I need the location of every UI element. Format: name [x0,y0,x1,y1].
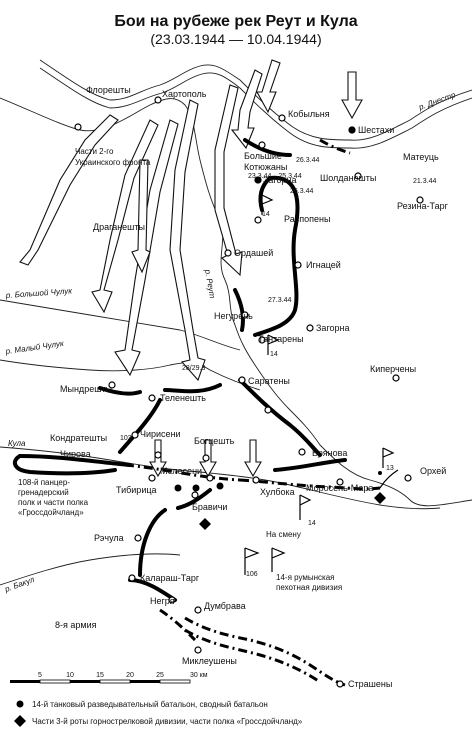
town-dumbrava: Думбрава [204,601,246,611]
legend-text-2: Части 3-й роты горнострелковой дивизии, … [32,717,303,726]
town-bogtseshty: Богцешть [194,436,235,446]
romanian-label-line2: пехотная дивизия [276,583,342,592]
town-tantareny: Тантарены [258,334,304,344]
legend: 14-й танковый разведывательный батальон,… [14,700,303,727]
legend-text-1: 14-й танковый разведывательный батальон,… [32,700,268,709]
unit-13: 13 [386,465,394,472]
panzer-label-line4: «Гроссдойчланд» [18,508,84,517]
town-draganeshty: Драганешты [93,222,145,232]
unit-106: 106 [246,571,258,578]
river-maly-chuluk-label: р. Малый Чулук [4,339,65,356]
town-kotyuzhany: Котюжаны [244,162,287,172]
scale-bar: 5 10 15 20 25 30 км [10,672,208,684]
town-neguren: Негурень [214,311,253,321]
na-smenu-label: На смену [266,530,301,539]
town-markers [74,96,424,688]
town-orhei: Орхей [420,466,446,476]
town-negrya: Негря [150,596,175,606]
town-chiriseni: Чирисени [140,429,181,439]
ukr-front-label-line2: Украинского фронта [75,158,151,167]
town-labels: Флорешты Хартополь Кобыльня Шестахи Боль… [50,85,449,689]
legend-circle-icon [16,700,24,708]
front-lines [12,138,399,687]
scale-tick-10: 10 [66,672,74,679]
scale-tick-5: 5 [38,672,42,679]
unit-14c: 14 [308,520,316,527]
date-label-2: 26.3.44 [290,188,313,195]
town-floreshty: Флорешты [86,85,131,95]
town-chirova: Чирова [60,449,91,459]
date-label-4: 21.3.44 [413,178,436,185]
scale-tick-15: 15 [96,672,104,679]
scale-tick-30: 30 км [190,672,208,679]
ukr-front-label-line1: Части 2-го [75,147,114,156]
town-bravichi: Бравичи [192,502,227,512]
scale-tick-25: 25 [156,672,164,679]
town-raspopeny: Распопены [284,214,330,224]
town-kobylnya: Кобыльня [288,109,330,119]
date-label-1: 23.3.44—25.3.44 [248,173,302,180]
town-zagorna-1: Загорна [263,175,297,185]
unit-103: 103 [120,435,132,442]
town-ordashey: Ордашей [234,248,273,258]
date-label-3: 26.3.44 [296,157,319,164]
town-kalarash: Калараш-Тарг [140,573,200,583]
romanian-label-line1: 14-я румынская [276,573,335,582]
river-dnestr-label: р. Днестр [417,90,458,112]
town-moroseni: Моросень-Мара [306,483,373,493]
town-rezina: Резина-Тарг [397,201,449,211]
town-zagorna-2: Загорна [316,323,350,333]
town-bryanova: Брянова [312,448,347,458]
legend-diamond-icon [14,715,26,727]
date-label-5: 27.3.44 [268,297,291,304]
river-bolshoy-chuluk-label: р. Большой Чулук [5,286,74,300]
town-shestakhi: Шестахи [358,125,394,135]
map-subtitle: (23.03.1944 — 10.04.1944) [150,31,321,47]
date-label-6: 28/29.3 [182,365,205,372]
rivers [0,59,472,586]
map-title: Бои на рубеже рек Реут и Кула [114,13,357,30]
town-khulboka: Хулбока [260,487,295,497]
town-teleneshty: Теленешть [160,393,206,403]
river-kula-label: Кула [8,439,26,448]
unit-14b: 14 [270,351,278,358]
panzer-label-line3: полк и части полка [18,498,89,507]
town-kiperchenі: Киперчены [370,364,416,374]
date-labels: 23.3.44—25.3.44 26.3.44 26.3.44 21.3.44 … [182,157,436,372]
town-ignatsey: Игнацей [306,260,341,270]
unit-flags [244,194,395,575]
unit-numbers: 14 14 13 14 106 103 [120,211,394,578]
town-kondrateshty: Кондратешты [50,433,107,443]
scale-tick-20: 20 [126,672,134,679]
town-mikleusheny: Миклеушены [182,656,237,666]
town-meleseni: Мелесени [160,466,202,476]
town-tibiritsa: Тибирица [116,485,157,495]
annotations: Части 2-го Украинского фронта 108-й панц… [18,147,342,630]
unit-markers [174,126,386,530]
unit-14a: 14 [262,211,270,218]
river-reut-label: р. Реут [203,268,217,299]
town-sholdaneshty: Шолданешты [320,173,376,183]
panzer-label-line2: гренадерский [18,488,69,497]
town-khartopol: Хартополь [162,89,207,99]
army8-label: 8-я армия [55,620,97,630]
town-saratseny: Саратены [248,376,290,386]
town-bolshie: Большие [244,151,282,161]
panzer-label-line1: 108-й панцер- [18,478,70,487]
town-rechula: Рэчула [94,533,124,543]
town-myndreshty: Мындрешты [60,384,112,394]
town-mateuts: Матеуць [403,152,439,162]
river-bakul-label: р. Бакул [3,575,36,594]
town-strasheny: Страшены [348,679,392,689]
